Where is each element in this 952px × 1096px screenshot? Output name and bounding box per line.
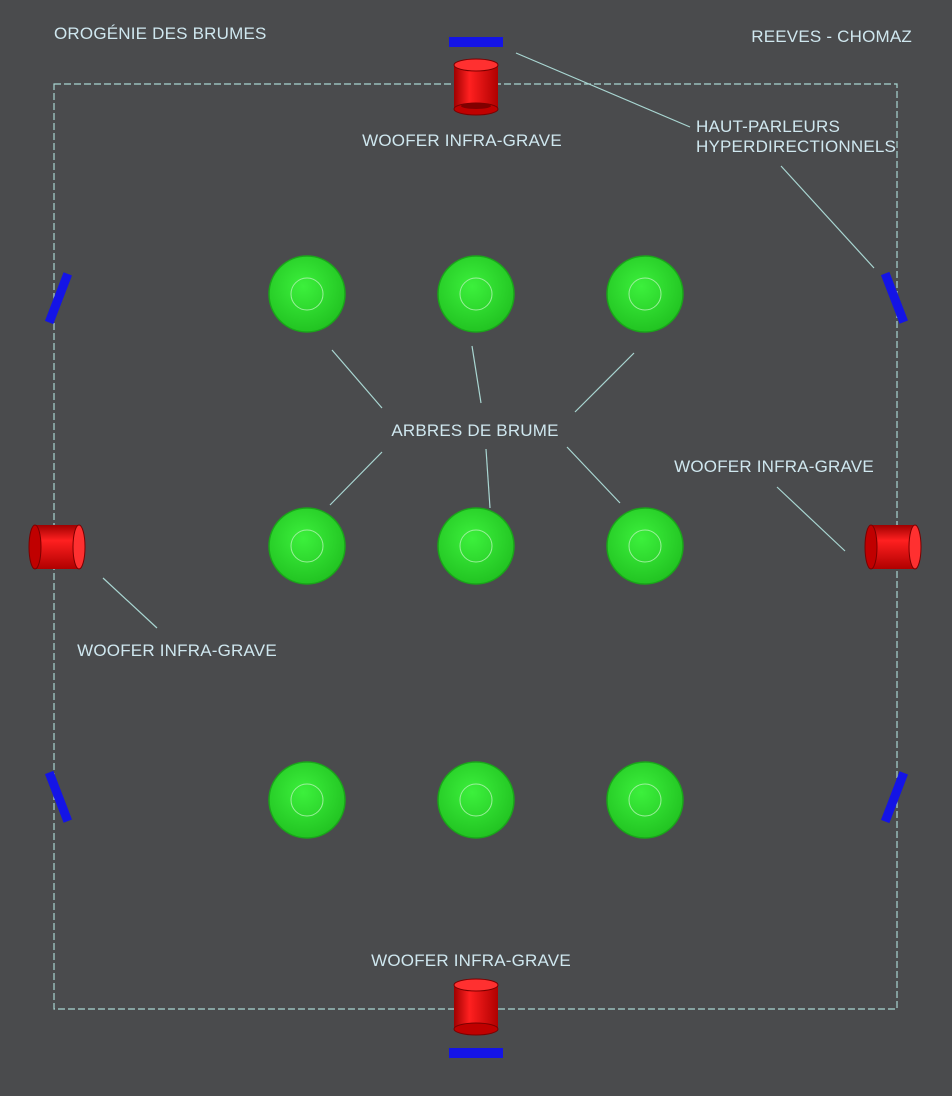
woofer-right	[864, 524, 922, 570]
mist-tree	[606, 507, 684, 585]
hyperdirectional-speakers	[44, 37, 908, 1058]
leader-speaker-right	[780, 165, 875, 269]
speaker-right-upper	[880, 271, 908, 324]
mist-trees	[268, 255, 684, 839]
mist-tree	[268, 507, 346, 585]
speaker-left-lower	[44, 770, 72, 823]
mist-tree	[268, 255, 346, 333]
mist-tree	[437, 507, 515, 585]
speaker-left-upper	[44, 272, 72, 325]
leader-tree-2	[471, 345, 482, 404]
leader-tree-3	[574, 352, 635, 413]
mist-tree	[268, 761, 346, 839]
label-woofer-bottom: WOOFER INFRA-GRAVE	[371, 951, 571, 970]
leader-tree-6	[566, 446, 621, 504]
speaker-top	[449, 37, 503, 47]
label-woofer-top: WOOFER INFRA-GRAVE	[362, 131, 562, 150]
leader-speaker-top	[515, 52, 691, 128]
title-right: REEVES - CHOMAZ	[751, 27, 912, 46]
label-woofer-right: WOOFER INFRA-GRAVE	[674, 457, 874, 476]
leader-tree-4	[329, 451, 383, 506]
speaker-right-lower	[880, 771, 908, 824]
leader-woofer-left	[102, 577, 158, 629]
mist-tree	[437, 255, 515, 333]
title-left: OROGÉNIE DES BRUMES	[54, 24, 267, 43]
woofer-top	[453, 58, 499, 116]
label-speakers-line1: HAUT-PARLEURS	[696, 117, 840, 136]
mist-tree	[606, 255, 684, 333]
mist-tree	[606, 761, 684, 839]
mist-tree	[437, 761, 515, 839]
label-woofer-left: WOOFER INFRA-GRAVE	[77, 641, 277, 660]
woofers	[28, 58, 922, 1036]
leader-lines	[102, 52, 875, 629]
leader-tree-5	[485, 448, 491, 509]
leader-woofer-right	[776, 486, 846, 552]
label-trees: ARBRES DE BRUME	[391, 421, 558, 440]
speaker-bottom	[449, 1048, 503, 1058]
woofer-bottom	[453, 978, 499, 1036]
leader-tree-1	[331, 349, 383, 409]
label-speakers-line2: HYPERDIRECTIONNELS	[696, 137, 896, 156]
woofer-left	[28, 524, 86, 570]
